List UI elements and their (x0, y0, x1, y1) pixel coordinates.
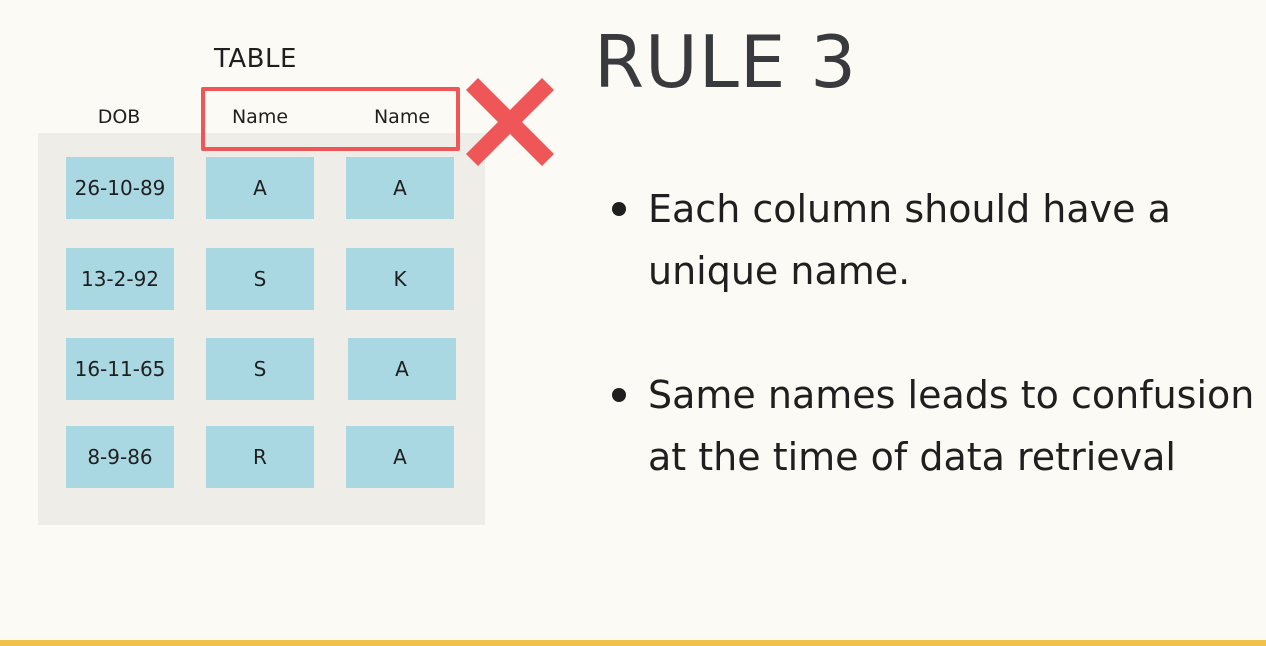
bullet-text: Same names leads to confusion at the tim… (648, 373, 1255, 479)
table-cell-dob: 13-2-92 (66, 248, 174, 310)
table-cell-name: S (206, 338, 314, 400)
table-cell-name: A (206, 157, 314, 219)
bullet-item: Same names leads to confusion at the tim… (612, 364, 1262, 488)
column-header-name-2: Name (373, 106, 431, 128)
table-cell-name: A (346, 157, 454, 219)
table-cell-name: R (206, 426, 314, 488)
table-cell-dob: 16-11-65 (66, 338, 174, 400)
bottom-accent-bar (0, 640, 1266, 646)
table-cell-name: A (348, 338, 456, 400)
column-header-dob: DOB (97, 106, 141, 128)
bullet-dot-icon (612, 202, 626, 216)
bullet-item: Each column should have a unique name. (612, 178, 1262, 302)
slide-title: RULE 3 (594, 20, 858, 104)
table-cell-name: K (346, 248, 454, 310)
table-label: TABLE (214, 44, 297, 74)
duplicate-name-highlight (201, 87, 460, 151)
table-cell-dob: 8-9-86 (66, 426, 174, 488)
bullet-dot-icon (612, 388, 626, 402)
cross-icon (466, 78, 554, 166)
table-cell-name: S (206, 248, 314, 310)
bullet-text: Each column should have a unique name. (648, 187, 1171, 293)
table-cell-name: A (346, 426, 454, 488)
table-cell-dob: 26-10-89 (66, 157, 174, 219)
column-header-name-1: Name (231, 106, 289, 128)
